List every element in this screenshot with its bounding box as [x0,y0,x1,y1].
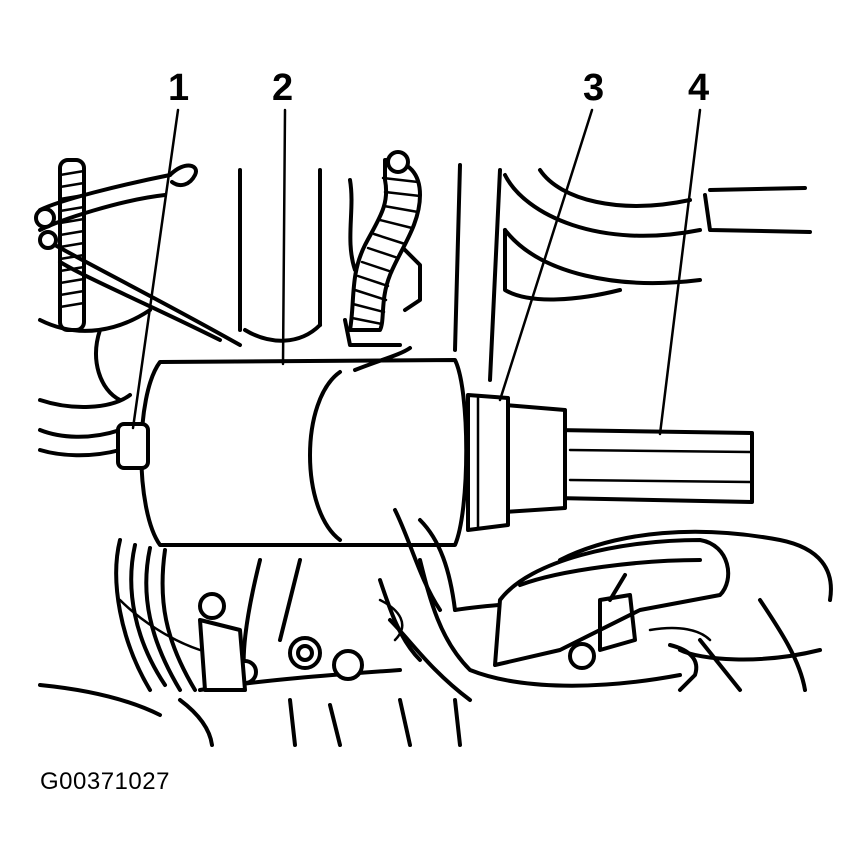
lower-housing [38,529,833,747]
leader-line-3 [498,108,594,402]
figure-id: G00371027 [40,768,170,795]
tool-collar [503,403,567,514]
tool-body [139,358,469,547]
callout-4: 4 [688,67,709,109]
leader-line-2 [281,108,287,366]
background-structure [238,163,812,382]
callout-3: 3 [583,67,604,109]
threaded-studs [34,158,242,458]
tool-end-nut [116,422,150,470]
corrugated-hose [348,150,422,332]
leader-line-1 [131,108,180,430]
callout-1: 1 [168,67,189,109]
tool-assembly [116,346,754,612]
leader-lines [131,108,702,436]
leader-line-4 [658,108,702,436]
callout-2: 2 [272,67,293,109]
tool-shaft [553,428,754,504]
